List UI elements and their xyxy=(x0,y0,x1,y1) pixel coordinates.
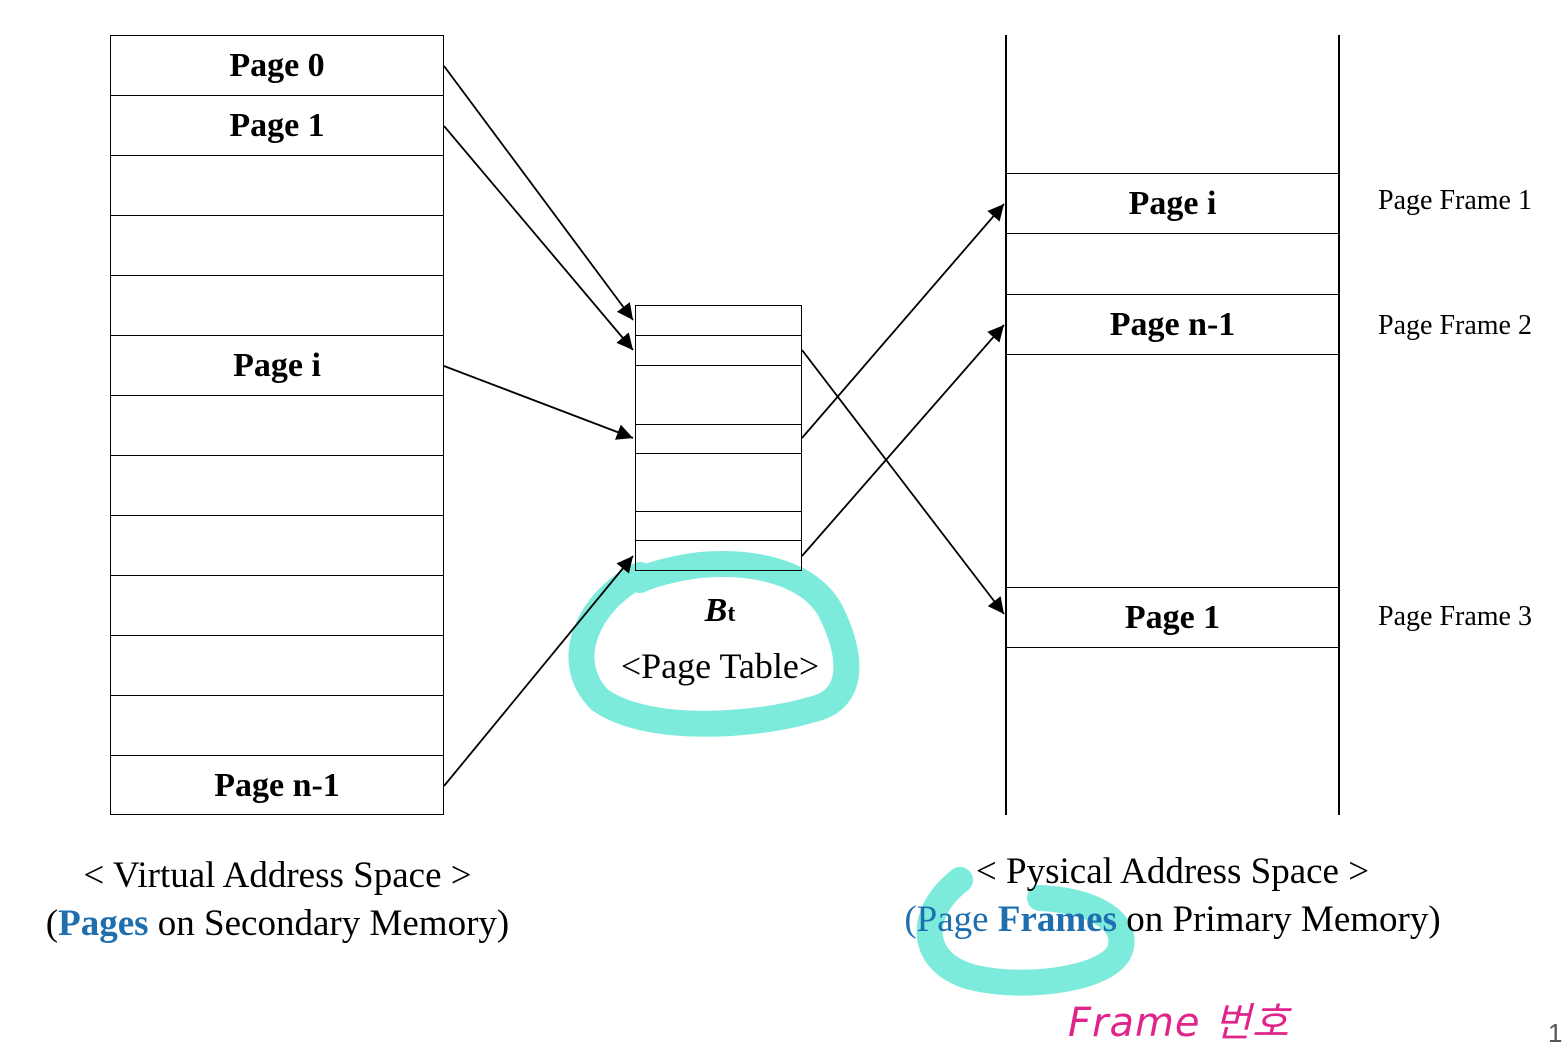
physical-space-right-border xyxy=(1338,35,1340,815)
virtual-page-row xyxy=(111,516,443,576)
virtual-page-row xyxy=(111,396,443,456)
virtual-page-row: Page 1 xyxy=(111,96,443,156)
page-table-entry xyxy=(636,306,801,336)
page-table xyxy=(635,305,802,571)
virtual-space-subtitle: (Pages on Secondary Memory) xyxy=(45,903,510,944)
arrow-page1-to-table xyxy=(443,125,634,351)
page-table-entry xyxy=(636,541,801,571)
page-frame-2: Page n-1 xyxy=(1005,294,1340,355)
page-table-label: <Page Table> xyxy=(620,646,820,686)
highlight-page-table xyxy=(568,551,860,737)
page-table-entry xyxy=(636,454,801,512)
arrow-table-to-frame1 xyxy=(801,203,1005,439)
page-table-symbol: Bt xyxy=(704,592,736,629)
slide-number: 1 xyxy=(1548,1018,1563,1048)
virtual-page-row: Page n-1 xyxy=(214,767,340,804)
virtual-page-row xyxy=(111,156,443,216)
virtual-page-row: Page i xyxy=(111,336,443,396)
virtual-space-caption: < Virtual Address Space > (Pages on Seco… xyxy=(0,852,555,948)
physical-space-title: < Pysical Address Space > xyxy=(975,851,1370,892)
arrow-pagen1-to-table xyxy=(443,555,634,787)
page-frame-1-label: Page Frame 1 xyxy=(1378,185,1532,216)
virtual-page-row xyxy=(111,276,443,336)
arrow-page0-to-table xyxy=(443,65,634,321)
virtual-page-row xyxy=(111,636,443,696)
virtual-page-row xyxy=(111,576,443,636)
page-frame-2-label: Page Frame 2 xyxy=(1378,310,1532,341)
page-frame-1: Page i xyxy=(1005,173,1340,234)
physical-space-subtitle: (Page Frames on Primary Memory) xyxy=(904,899,1441,940)
virtual-address-space-column: Page 0 Page 1 Page i Page n-1 xyxy=(110,35,444,815)
physical-space-left-border xyxy=(1005,35,1007,815)
page-table-entry xyxy=(636,336,801,366)
virtual-space-title: < Virtual Address Space > xyxy=(83,855,472,896)
physical-space-caption: < Pysical Address Space > (Page Frames o… xyxy=(860,848,1485,944)
virtual-page-row xyxy=(111,216,443,276)
page-frame-3-label: Page Frame 3 xyxy=(1378,601,1532,632)
page-table-entry xyxy=(636,512,801,541)
highlight-frames xyxy=(916,867,1135,996)
page-frame-3: Page 1 xyxy=(1005,587,1340,648)
virtual-page-row: Page 0 xyxy=(111,36,443,96)
page-table-entry xyxy=(636,425,801,454)
arrow-table-to-frame3 xyxy=(801,349,1005,615)
virtual-page-row xyxy=(111,456,443,516)
arrow-pagei-to-table xyxy=(443,365,634,440)
page-table-entry xyxy=(636,366,801,425)
handwritten-note: Frame 번호 xyxy=(1068,1000,1290,1046)
virtual-page-row xyxy=(111,696,443,756)
arrow-table-to-frame2 xyxy=(801,324,1005,557)
